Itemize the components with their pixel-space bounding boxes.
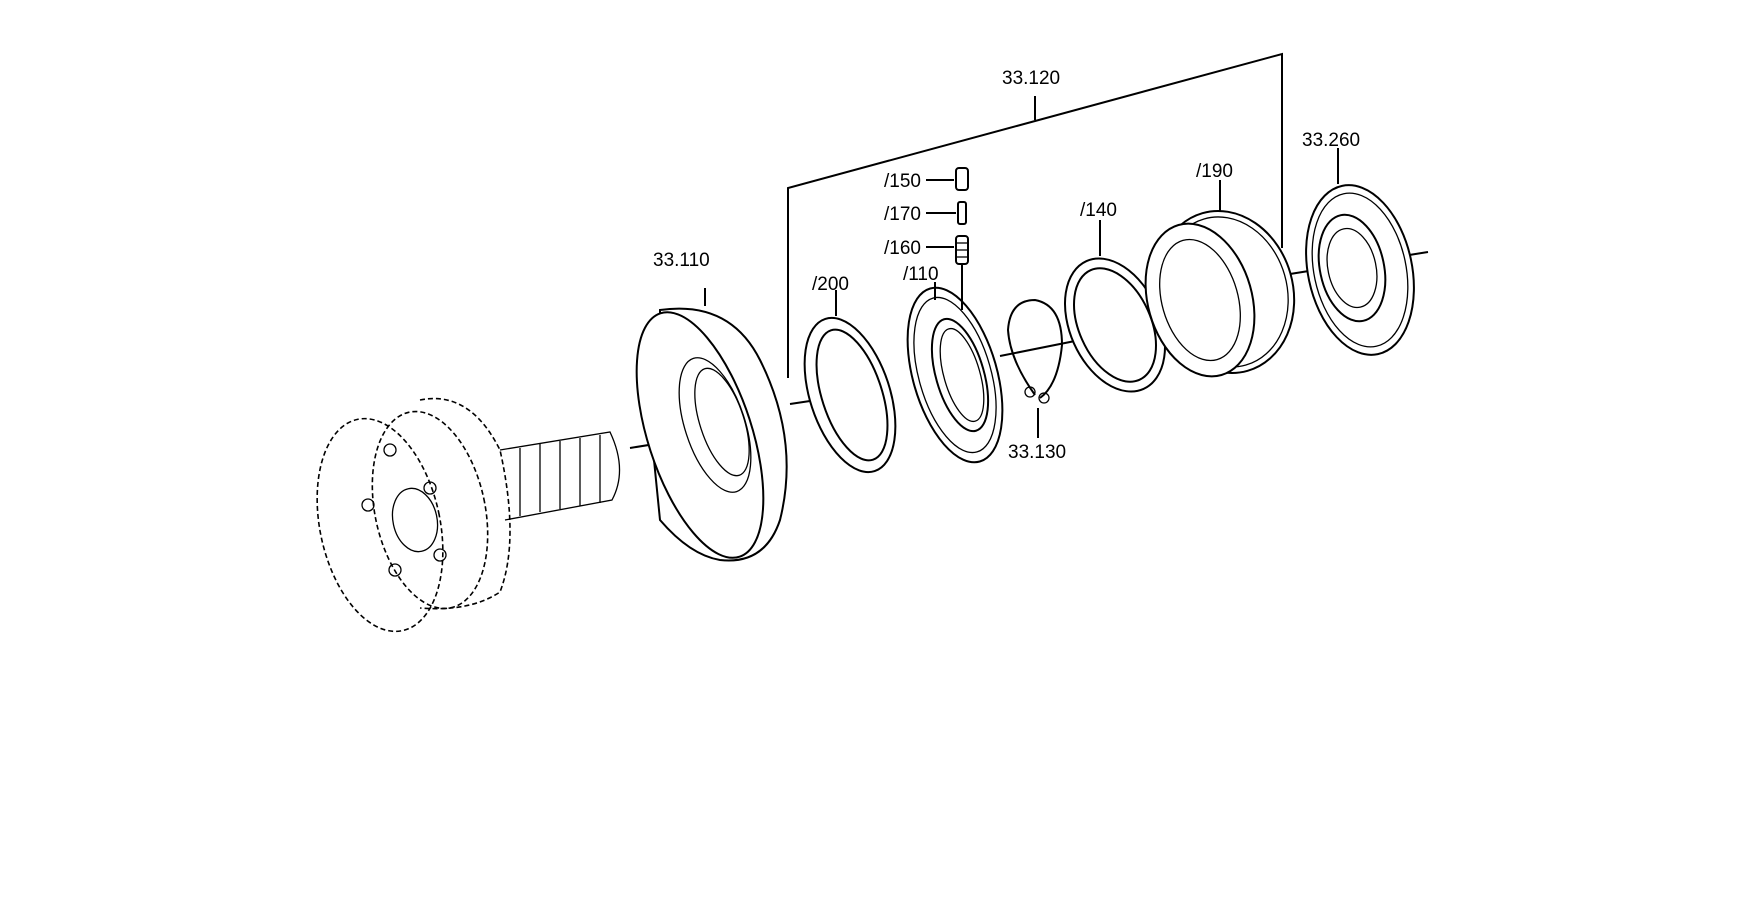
label-sleeve-190: /190 [1196, 161, 1233, 182]
circlip: 33.130 [1006, 298, 1066, 463]
label-ring-200: /200 [812, 274, 849, 295]
assembly-bracket: 33.120 [787, 52, 1283, 378]
synchronizer-hub-110: /110 [903, 264, 1004, 464]
synchronizer-ring-140: /140 [1063, 200, 1167, 393]
thrust-plate: 33.110 [635, 250, 788, 562]
label-hub-110: /110 [903, 264, 939, 285]
housing-shaft [316, 397, 621, 633]
spring-170: /170 [884, 201, 967, 225]
sliding-sleeve-190: /190 [1144, 161, 1296, 378]
label-ring-140: /140 [1080, 200, 1117, 221]
label-gear: 33.260 [1302, 130, 1360, 151]
label-plate: 33.110 [653, 250, 710, 271]
label-spring-160: /160 [884, 238, 921, 259]
gear-wheel: 33.260 [1302, 130, 1415, 356]
spring-150: /150 [884, 167, 969, 192]
synchronizer-ring-200: /200 [803, 274, 897, 474]
label-circlip: 33.130 [1008, 442, 1066, 463]
label-spring-170: /170 [884, 204, 921, 225]
spring-160: /160 [884, 235, 969, 310]
label-assembly: 33.120 [1002, 68, 1060, 89]
label-spring-150: /150 [884, 171, 921, 192]
